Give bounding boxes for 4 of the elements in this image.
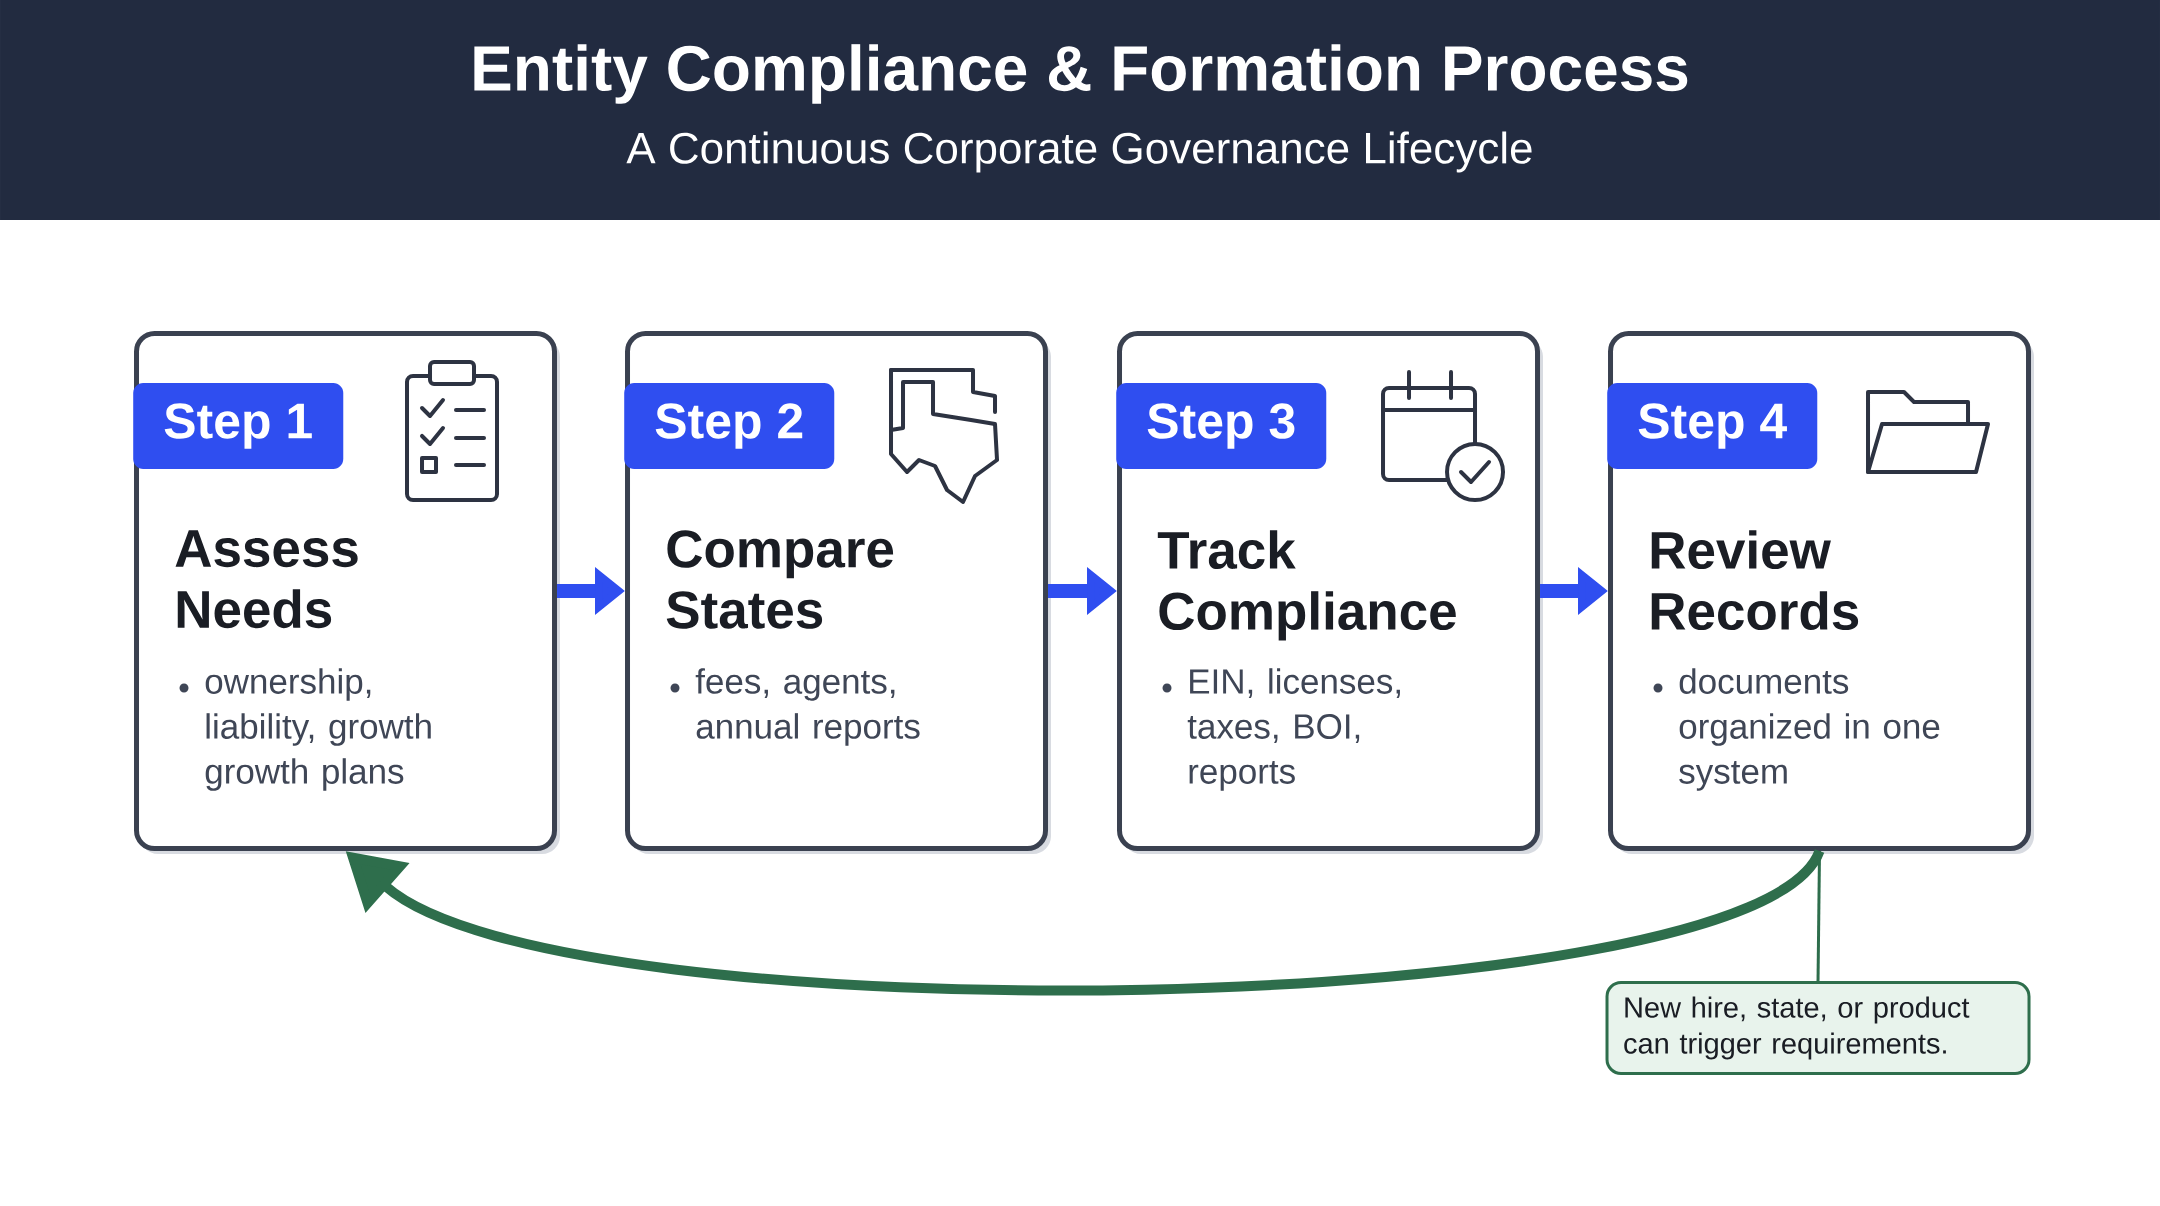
callout-box: New hire, state, or product can trigger requirements. xyxy=(1605,981,2031,1075)
title: Entity Compliance & Formation Process xyxy=(474,44,1688,104)
leader-line xyxy=(1816,850,1821,981)
subtitle: A Continuous Corporate Governance Lifecycle xyxy=(626,131,1532,173)
